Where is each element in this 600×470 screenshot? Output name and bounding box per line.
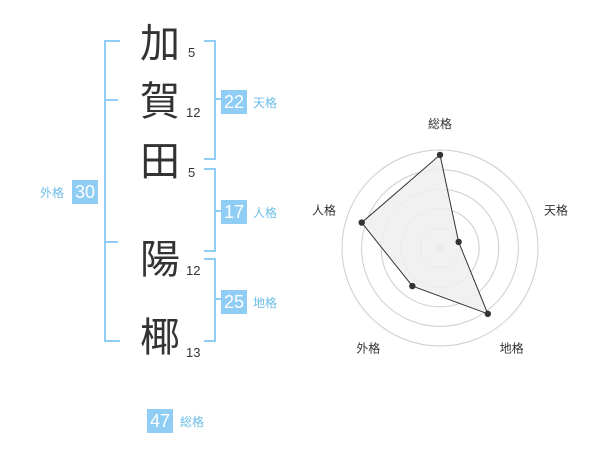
radar-point-3	[484, 310, 492, 318]
radar-axis-label-1: 総格	[428, 116, 452, 131]
radar-point-5	[358, 219, 365, 226]
soukaku-label: 総格	[180, 415, 205, 429]
radar-shape	[358, 151, 492, 318]
gaikaku-bracket-tick	[104, 241, 118, 243]
chikaku-bracket	[204, 258, 216, 342]
chikaku-bracket-tick	[214, 298, 222, 300]
chikaku-label: 地格	[253, 296, 278, 310]
stroke-count-1: 5	[188, 45, 196, 60]
name-char-3: 田	[140, 139, 180, 185]
name-char-4: 陽	[140, 237, 180, 283]
radar-series-area	[361, 153, 489, 315]
name-char-1: 加	[140, 21, 180, 67]
radar-axis-label-4: 外格	[356, 341, 380, 356]
tenkaku-bracket	[204, 40, 216, 160]
stroke-count-3: 5	[188, 165, 196, 180]
stroke-count-5: 13	[186, 345, 201, 360]
gaikaku-value: 30	[72, 180, 98, 204]
stroke-count-4: 12	[186, 263, 201, 278]
chikaku-value: 25	[221, 290, 247, 314]
stroke-count-2: 12	[186, 105, 201, 120]
jinkaku-bracket-tick	[214, 210, 222, 212]
gaikaku-label: 外格	[40, 186, 65, 200]
radar-point-1	[436, 151, 444, 159]
name-char-2: 賀	[140, 79, 180, 125]
soukaku-value: 47	[147, 409, 173, 433]
radar-point-4	[409, 282, 416, 290]
jinkaku-label: 人格	[253, 206, 278, 220]
tenkaku-value: 22	[221, 90, 247, 114]
radar-axis-label-3: 地格	[500, 341, 524, 356]
radar-axis-label-5: 人格	[312, 202, 336, 217]
jinkaku-value: 17	[221, 200, 247, 224]
radar-ring	[341, 149, 539, 347]
gaikaku-bracket-tick	[104, 99, 118, 101]
name-char-5: 椰	[140, 315, 180, 361]
tenkaku-label: 天格	[253, 96, 278, 110]
tenkaku-bracket-tick	[214, 98, 222, 100]
radar-axis-label-2: 天格	[544, 202, 568, 217]
gaikaku-bracket	[104, 40, 120, 342]
radar-point-2	[455, 238, 462, 246]
